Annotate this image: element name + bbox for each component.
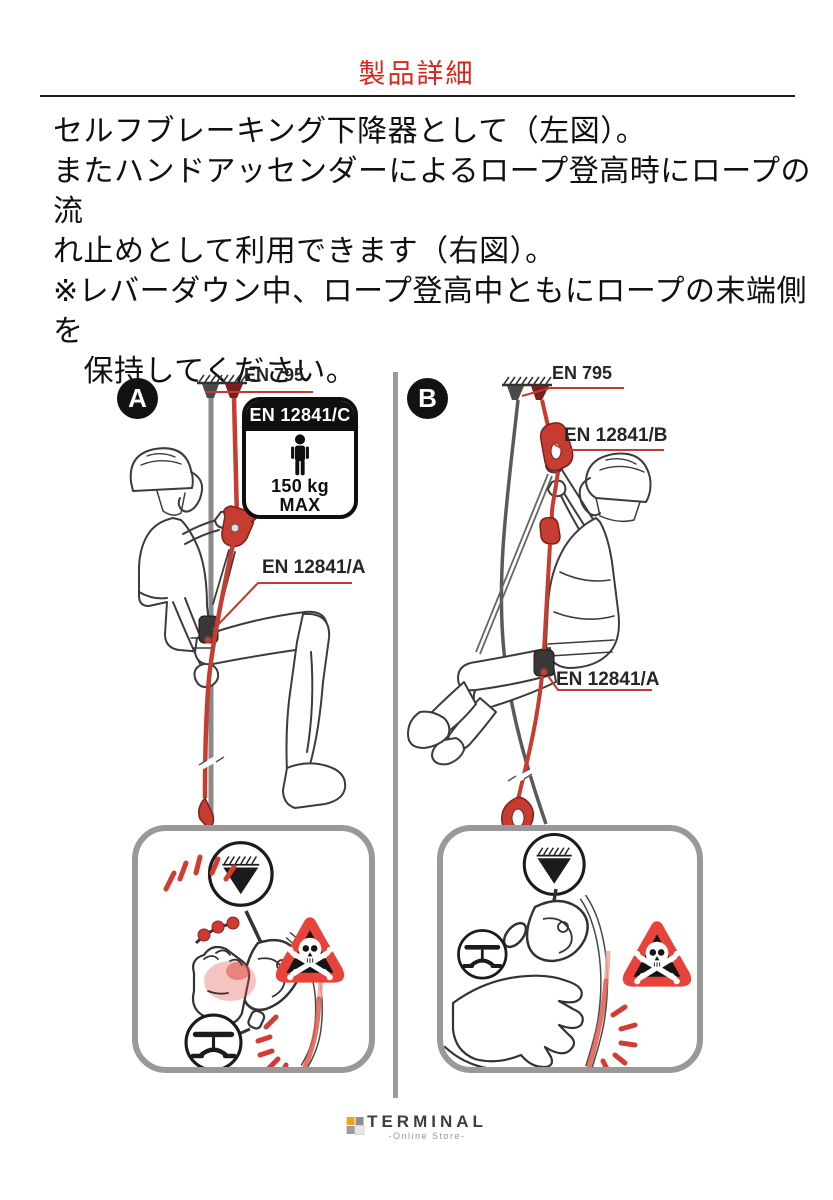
foot-loop-strap — [475, 473, 553, 655]
rope-break-mark — [506, 769, 534, 787]
usage-diagram-section: A B EN 795 EN 12841/A EN 795 EN 12841/B … — [0, 352, 833, 1100]
certification-badge: EN 12841/C 150 kg MAX — [242, 397, 358, 519]
working-rope-upper — [231, 397, 240, 519]
skull-crossbones-warning-icon — [623, 921, 691, 986]
store-logo: TERMINAL -Online Store- — [346, 1113, 487, 1141]
max-weight-label: MAX — [279, 495, 321, 515]
open-hand-icon — [443, 974, 584, 1067]
rope-cam-bumps — [197, 916, 240, 942]
max-weight-value: 150 kg — [271, 476, 329, 496]
rope-strand — [579, 894, 611, 1067]
anchor-symbol-icon — [522, 832, 586, 896]
backup-device-en12841a — [533, 649, 555, 677]
figure-b-anchor-label: EN 795 — [552, 363, 613, 383]
figure-a-descending-illustration — [129, 374, 352, 829]
helmet-icon — [129, 447, 194, 492]
brand-tagline: -Online Store- — [388, 1131, 466, 1141]
worker-descending-figure — [129, 447, 347, 809]
working-rope-upper — [540, 399, 550, 427]
working-rope-lower — [516, 675, 544, 801]
product-description-text: セルフブレーキング下降器として（左図）。 またハンドアッセンダーによるロープ登高… — [53, 115, 811, 388]
carabiner-icon — [502, 921, 528, 949]
chest-ascender-icon — [539, 516, 561, 545]
alert-emphasis-marks — [600, 1004, 638, 1067]
person-pictogram-icon — [291, 434, 309, 476]
title-divider-line — [40, 95, 795, 97]
warning-inset-hands-free — [437, 825, 703, 1073]
figure-b-device-label: EN 12841/A — [556, 669, 660, 690]
safety-rope — [499, 399, 548, 825]
panel-divider — [393, 372, 398, 1098]
harness-symbol-icon — [459, 931, 507, 979]
hand-gripping-icon — [191, 945, 256, 1025]
warning-inset-correct-grip — [132, 825, 375, 1073]
anchor-symbol-icon — [207, 841, 274, 907]
certification-standard: EN 12841/C — [246, 401, 354, 431]
harness-symbol-icon — [186, 1015, 241, 1067]
figure-a-device-label: EN 12841/A — [262, 557, 366, 578]
alert-emphasis-marks — [163, 854, 289, 1067]
rope-break-mark — [197, 751, 227, 771]
page-title: 製品詳細 — [358, 59, 475, 89]
figure-a-anchor-label: EN 795 — [244, 365, 305, 385]
descender-icon — [525, 899, 589, 963]
anchor-icon — [197, 374, 247, 398]
logo-grid-icon — [346, 1117, 365, 1135]
anchor-icon — [502, 376, 552, 400]
figure-b-badge: B — [407, 378, 448, 419]
worker-ascending-figure — [407, 452, 652, 766]
label-leader-lines — [521, 387, 664, 691]
figure-a-badge: A — [117, 378, 158, 419]
brand-name: TERMINAL — [367, 1112, 487, 1131]
helmet-icon — [585, 452, 652, 503]
label-leader-lines — [205, 391, 352, 631]
figure-b-ascender-label: EN 12841/B — [564, 425, 668, 446]
